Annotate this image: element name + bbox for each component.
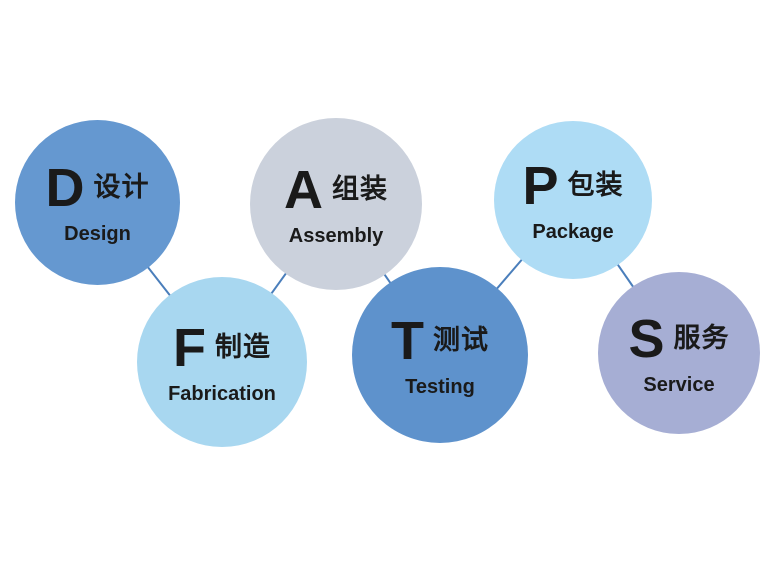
node-package-title: P 包装 bbox=[522, 159, 623, 213]
node-testing-letter: T bbox=[391, 310, 424, 371]
node-assembly-title: A 组装 bbox=[284, 163, 388, 217]
node-fabrication-title: F 制造 bbox=[173, 321, 271, 375]
node-assembly-letter: A bbox=[284, 159, 323, 220]
node-package-label-en: Package bbox=[532, 220, 614, 243]
node-package: P 包装 Package bbox=[494, 121, 652, 279]
node-testing-label-cn: 测试 bbox=[433, 324, 489, 355]
node-design-label-cn: 设计 bbox=[93, 172, 150, 203]
node-design-title: D 设计 bbox=[46, 161, 150, 215]
node-package-letter: P bbox=[522, 155, 559, 216]
node-assembly-label-cn: 组装 bbox=[332, 173, 388, 204]
node-service-letter: S bbox=[628, 308, 665, 369]
node-fabrication-label-en: Fabrication bbox=[168, 382, 276, 405]
node-service: S 服务 Service bbox=[598, 272, 760, 434]
node-assembly-label-en: Assembly bbox=[288, 224, 384, 247]
node-fabrication: F 制造 Fabrication bbox=[137, 277, 307, 447]
node-design-letter: D bbox=[45, 158, 85, 218]
node-service-label-en: Service bbox=[643, 373, 715, 396]
node-assembly: A 组装 Assembly bbox=[250, 118, 422, 290]
node-package-label-cn: 包装 bbox=[567, 169, 624, 200]
node-fabrication-letter: F bbox=[173, 317, 206, 378]
node-testing-label-en: Testing bbox=[405, 375, 475, 398]
node-service-label-cn: 服务 bbox=[673, 322, 730, 353]
node-design: D 设计 Design bbox=[15, 120, 180, 285]
node-design-label-en: Design bbox=[64, 223, 131, 245]
node-fabrication-label-cn: 制造 bbox=[215, 331, 271, 362]
node-testing-title: T 测试 bbox=[391, 314, 489, 368]
node-service-title: S 服务 bbox=[628, 312, 729, 366]
node-testing: T 测试 Testing bbox=[352, 267, 528, 443]
